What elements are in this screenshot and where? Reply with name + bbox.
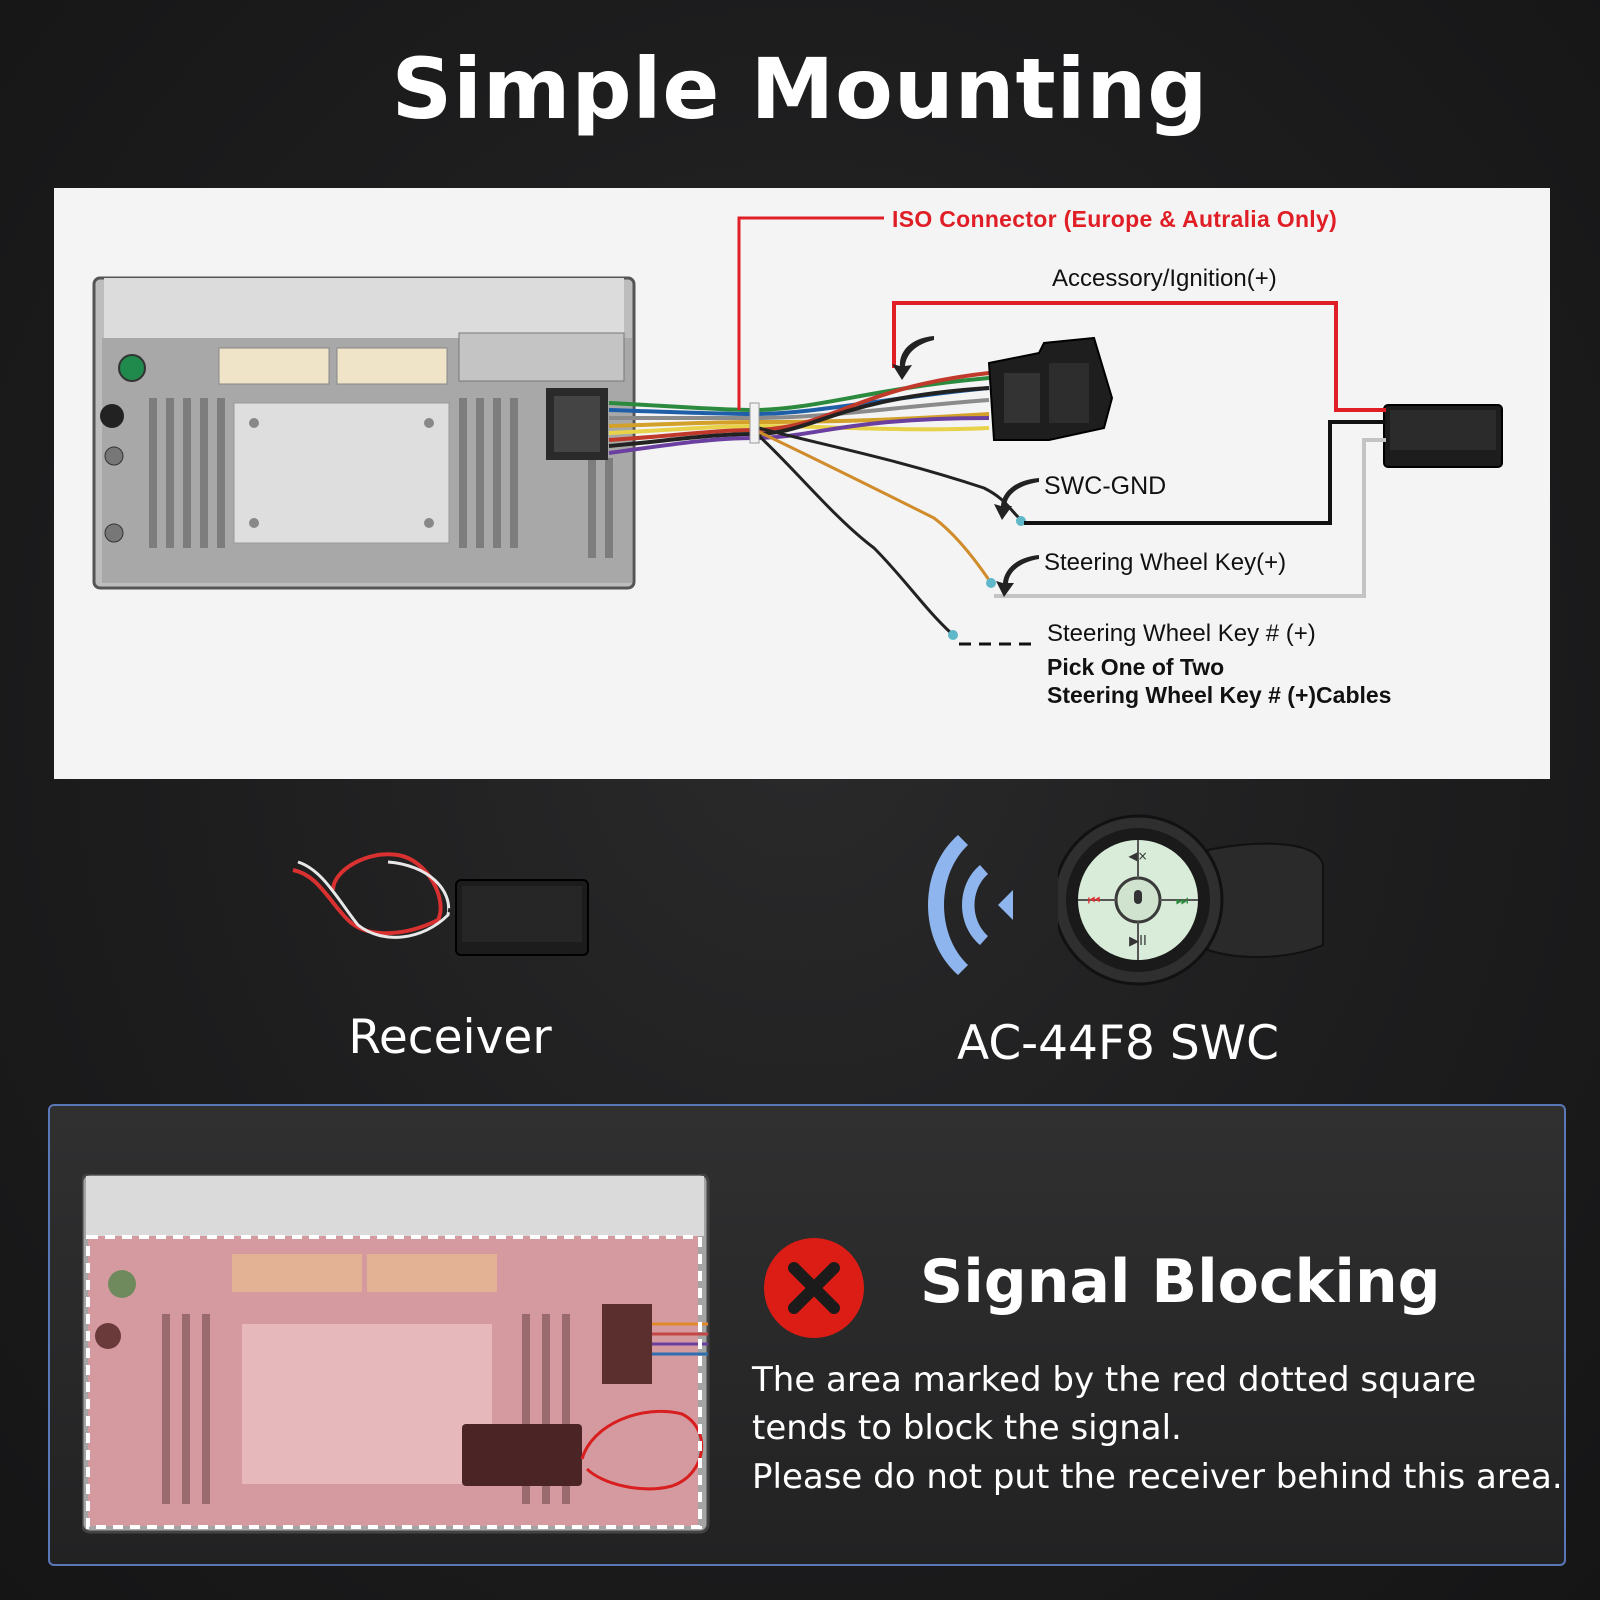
x-circle-icon [764, 1238, 864, 1338]
iso-connector [987, 336, 1114, 441]
iso-connector-label: ISO Connector (Europe & Autralia Only) [892, 206, 1338, 232]
steering-key-label: Steering Wheel Key(+) [1044, 549, 1287, 576]
steering-key-wire-line [994, 438, 1386, 598]
wire-harness [608, 371, 1026, 640]
accessory-wire-line [892, 301, 1386, 412]
pick-one-label: Pick One of Two [1047, 654, 1225, 680]
steering-wheel-controller-photo: ◀× ⏮ ⏭ ▶II [1058, 814, 1324, 986]
accessory-label: Accessory/Ignition(+) [1052, 265, 1277, 292]
page-title: Simple Mounting [391, 40, 1209, 138]
arrow-icons [892, 336, 1039, 597]
blocking-area-photo [82, 1174, 710, 1534]
signal-blocking-line-3: Please do not put the receiver behind th… [752, 1457, 1563, 1497]
svg-text:⏭: ⏭ [1176, 893, 1189, 909]
svg-text:⏮: ⏮ [1088, 893, 1101, 909]
diagram-receiver-box [1383, 404, 1503, 468]
signal-blocking-line-1: The area marked by the red dotted square [752, 1360, 1477, 1400]
zip-tie [749, 402, 760, 444]
swc-gnd-wire-line [1024, 420, 1386, 525]
svg-text:◀×: ◀× [1128, 849, 1147, 863]
receiver-label: Receiver [348, 1010, 552, 1065]
signal-blocking-line-2: tends to block the signal. [752, 1408, 1182, 1448]
signal-blocking-title: Signal Blocking [920, 1247, 1441, 1317]
wiring-diagram: ISO Connector (Europe & Autralia Only) A… [54, 188, 1550, 779]
swc-model-label: AC-44F8 SWC [957, 1016, 1279, 1071]
svg-text:▶II: ▶II [1129, 934, 1147, 949]
steering-key-alt-label: Steering Wheel Key # (+) [1047, 620, 1316, 647]
head-unit-back [92, 276, 636, 590]
wiring-diagram-graphic [92, 216, 1503, 646]
swc-gnd-label: SWC-GND [1044, 472, 1167, 500]
iso-connector-leader-line [737, 216, 884, 410]
wireless-signal-icon [928, 835, 1013, 975]
pick-one-cables-label: Steering Wheel Key # (+)Cables [1047, 682, 1392, 708]
receiver-photo [292, 852, 589, 956]
